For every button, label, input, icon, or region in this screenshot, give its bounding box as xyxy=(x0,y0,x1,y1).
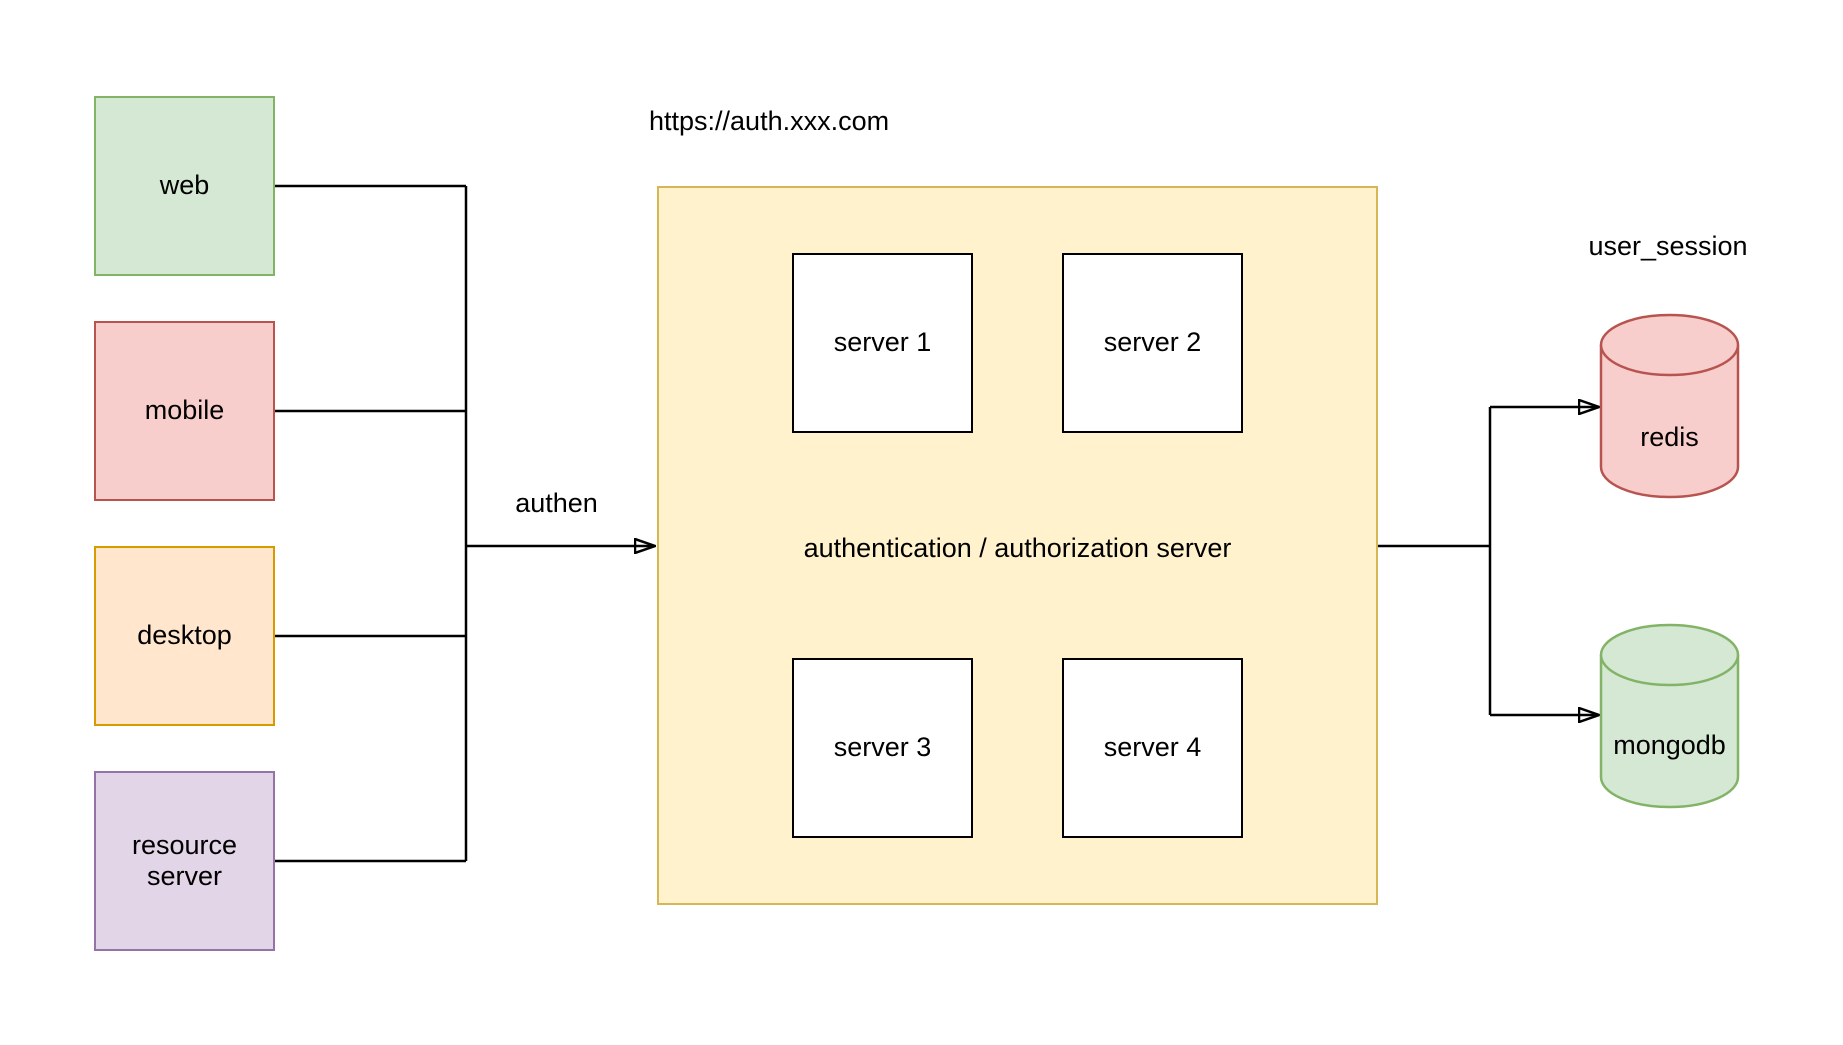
server-node-2-label: server 2 xyxy=(1103,327,1202,358)
database-cylinder-redis xyxy=(1599,313,1740,499)
server-node-1-label: server 1 xyxy=(833,327,932,358)
server-node-3: server 3 xyxy=(792,658,973,838)
server-node-3-label: server 3 xyxy=(833,732,932,763)
client-node-resource-server: resource server xyxy=(94,771,275,951)
server-node-4: server 4 xyxy=(1062,658,1243,838)
redis-cylinder-top xyxy=(1599,313,1740,377)
server-node-2: server 2 xyxy=(1062,253,1243,433)
redis-label: redis xyxy=(1640,422,1699,452)
auth-url-label: https://auth.xxx.com xyxy=(649,106,890,136)
server-node-4-label: server 4 xyxy=(1103,732,1202,763)
client-node-desktop-label: desktop xyxy=(137,620,232,651)
server-node-1: server 1 xyxy=(792,253,973,433)
mongodb-cylinder-top xyxy=(1599,623,1740,687)
client-node-mobile: mobile xyxy=(94,321,275,501)
user-session-label: user_session xyxy=(1588,231,1748,261)
client-node-desktop: desktop xyxy=(94,546,275,726)
mongodb-label: mongodb xyxy=(1613,730,1726,760)
auth-server-group xyxy=(657,186,1378,905)
client-node-web-label: web xyxy=(159,170,210,201)
client-node-web: web xyxy=(94,96,275,276)
mongodb-cylinder-body xyxy=(1599,655,1740,809)
redis-cylinder-body xyxy=(1599,345,1740,499)
client-node-resource-server-label: resource server xyxy=(131,829,238,891)
authen-edge-label: authen xyxy=(515,488,598,518)
database-cylinder-mongodb xyxy=(1599,623,1740,809)
auth-server-group-label: authentication / authorization server xyxy=(803,533,1232,563)
client-node-mobile-label: mobile xyxy=(144,395,225,426)
